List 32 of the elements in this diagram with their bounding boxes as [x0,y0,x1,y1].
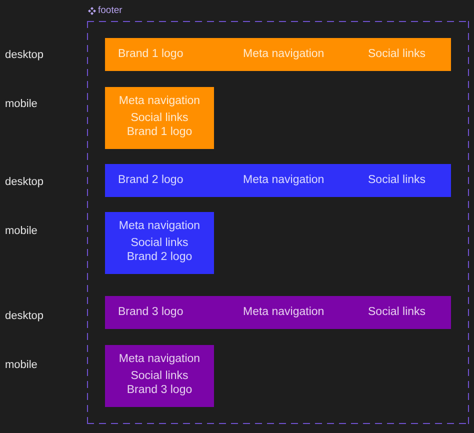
row-label: mobile [5,97,38,111]
row-label: mobile [5,224,38,238]
section-label: Meta navigation [243,47,324,62]
section-label: Brand 2 logo [126,250,192,264]
section-label: Brand 1 logo [126,124,192,138]
section-label: Brand 3 logo [118,305,184,320]
section-label: Social links [368,47,426,62]
row-label: mobile [5,358,38,372]
row-label: desktop [5,175,44,189]
layout-bar [105,38,451,71]
layout-card [105,87,214,149]
section-label: Brand 1 logo [118,47,184,62]
section-label: Social links [368,305,426,320]
layout-card [105,212,214,274]
section-label: Meta navigation [118,218,200,232]
section-label: Brand 3 logo [126,382,192,396]
frame-title: footer [98,4,122,18]
row-label: desktop [5,309,44,323]
section-label: Brand 2 logo [118,173,184,188]
section-label: Social links [130,110,188,124]
section-label: Meta navigation [243,173,324,188]
section-label: Meta navigation [243,305,324,320]
section-label: Social links [130,236,188,250]
row-label: desktop [5,48,44,62]
section-label: Social links [368,173,426,188]
section-label: Social links [130,368,188,382]
section-label: Meta navigation [118,94,200,108]
layout-bar [105,296,451,329]
component-frame [87,3,469,424]
section-label: Meta navigation [118,352,200,366]
layout-bar [105,164,451,197]
layout-card [105,345,214,407]
